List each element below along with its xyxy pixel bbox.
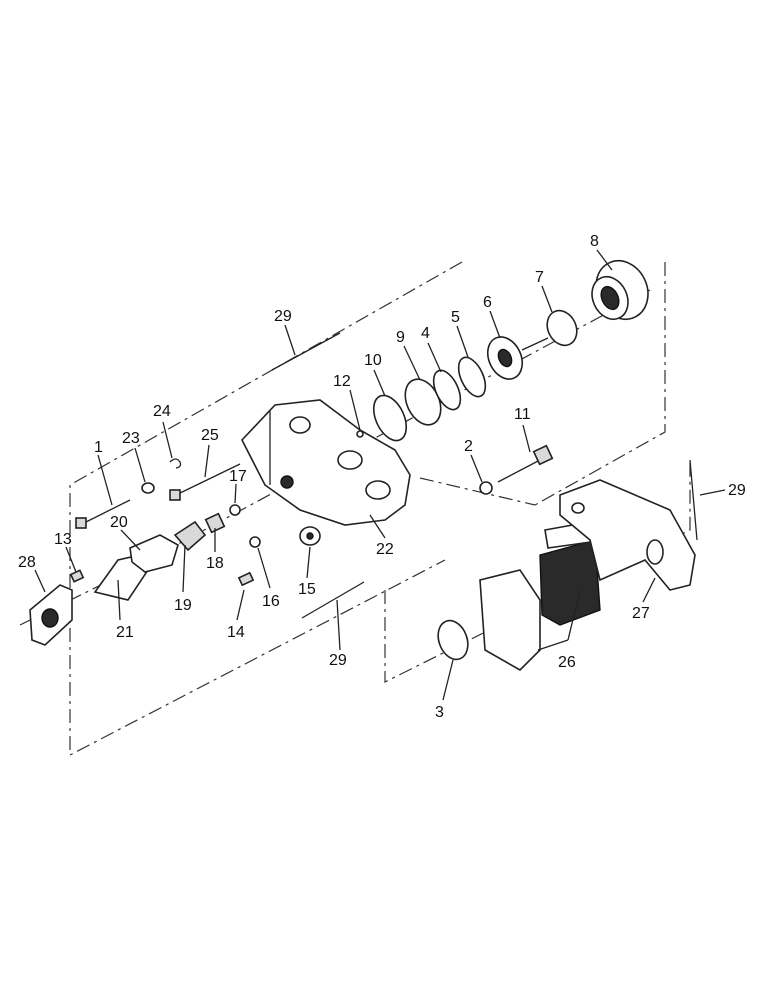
callout-24: 24 (153, 403, 171, 420)
fitting-14 (237, 571, 255, 587)
callout-10: 10 (364, 352, 382, 369)
nipple-18 (204, 512, 226, 534)
callout-5: 5 (451, 309, 460, 326)
screw-13 (69, 569, 85, 583)
snap-ring-4 (432, 369, 462, 411)
callout-labels: 1 23 24 25 17 20 13 28 18 19 21 16 14 15… (18, 233, 746, 721)
callout-4: 4 (421, 325, 430, 342)
callout-17: 17 (229, 468, 247, 485)
callout-6: 6 (483, 294, 492, 311)
callout-8: 8 (590, 233, 599, 250)
callout-20: 20 (110, 514, 128, 531)
flange-28 (29, 584, 73, 646)
leader-lines (34, 249, 726, 701)
seal-15 (299, 526, 321, 546)
clip-24 (169, 458, 182, 469)
stud-29-top (271, 332, 341, 371)
callout-28: 28 (18, 554, 36, 571)
sleeve-8 (591, 260, 649, 320)
seal-ring-3 (437, 619, 469, 661)
callout-25: 25 (201, 427, 219, 444)
callout-12: 12 (333, 373, 351, 390)
washer-2 (479, 481, 493, 495)
spring-6 (486, 336, 524, 380)
ring-5 (457, 356, 487, 398)
callout-16: 16 (262, 593, 280, 610)
callout-21: 21 (116, 624, 134, 641)
piston-7 (521, 309, 578, 351)
gasket-20 (129, 534, 179, 573)
bolt-25 (169, 463, 241, 501)
callout-29-bottom: 29 (329, 652, 347, 669)
callout-3: 3 (435, 704, 444, 721)
callout-13: 13 (54, 531, 72, 548)
callout-29-top: 29 (274, 308, 292, 325)
callout-22: 22 (376, 541, 394, 558)
plug-17 (229, 504, 241, 516)
callout-15: 15 (298, 581, 316, 598)
valve-11 (497, 444, 554, 483)
callout-7: 7 (535, 269, 544, 286)
callout-29-right: 29 (728, 482, 746, 499)
plug-16 (249, 536, 261, 548)
callout-27: 27 (632, 605, 650, 622)
washer-23 (141, 482, 155, 494)
fitting-19 (173, 520, 207, 552)
stud-29-bottom (301, 581, 365, 619)
callout-2: 2 (464, 438, 473, 455)
callout-19: 19 (174, 597, 192, 614)
callout-26: 26 (558, 654, 576, 671)
callout-1: 1 (94, 439, 103, 456)
callout-23: 23 (122, 430, 140, 447)
callout-9: 9 (396, 329, 405, 346)
cover-plate-26 (479, 569, 541, 671)
callout-14: 14 (227, 624, 245, 641)
o-ring-10 (372, 394, 408, 442)
end-cover-27 (559, 479, 696, 591)
bolt-1 (75, 499, 131, 529)
pin-12 (356, 430, 364, 438)
callout-18: 18 (206, 555, 224, 572)
stud-29-right (689, 459, 698, 541)
housing-22 (241, 399, 411, 526)
callout-11: 11 (514, 406, 531, 423)
